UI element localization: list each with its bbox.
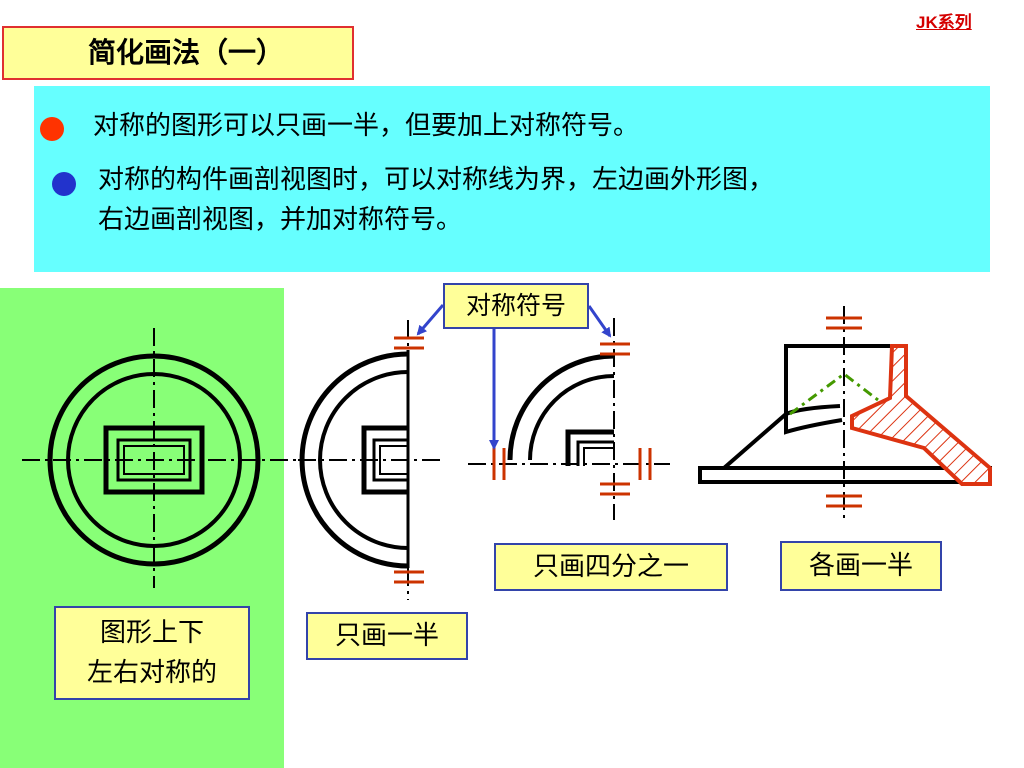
- half-only-drawing: [298, 320, 440, 600]
- each-half-label: 各画一半: [780, 541, 942, 591]
- symmetry-symbol-top-icon: [600, 342, 630, 356]
- symmetry-symbol-right-icon: [638, 448, 652, 480]
- symmetry-symbol-top-icon: [394, 336, 424, 350]
- symmetry-symbol-top-icon: [826, 316, 862, 330]
- half-only-label: 只画一半: [306, 612, 468, 660]
- quarter-only-label: 只画四分之一: [494, 543, 728, 591]
- page-title: 简化画法（一）: [2, 26, 354, 80]
- symmetry-symbol-bottom-icon: [394, 570, 424, 584]
- bullet-red-icon: [40, 117, 64, 141]
- symmetric-figure-label: 图形上下 左右对称的: [54, 606, 250, 700]
- symmetry-symbol-label: 对称符号: [443, 283, 589, 329]
- symmetry-symbol-bottom-icon: [826, 494, 862, 508]
- each-half-drawing: [698, 306, 992, 520]
- brand-label: JK系列: [916, 13, 972, 32]
- symmetry-symbol-bottom-icon: [600, 482, 630, 496]
- symmetric-figure-text: 图形上下 左右对称的: [86, 618, 217, 688]
- intro-panel: [34, 86, 990, 272]
- quarter-only-drawing: [468, 318, 670, 520]
- intro-line-2: 对称的构件画剖视图时，可以对称线为界，左边画外形图，: [98, 165, 775, 195]
- bullet-blue-icon: [52, 172, 76, 196]
- intro-line-3: 右边画剖视图，并加对称符号。: [98, 205, 463, 235]
- intro-line-1: 对称的图形可以只画一半，但要加上对称符号。: [93, 111, 640, 141]
- symmetry-symbol-left-icon: [492, 448, 506, 480]
